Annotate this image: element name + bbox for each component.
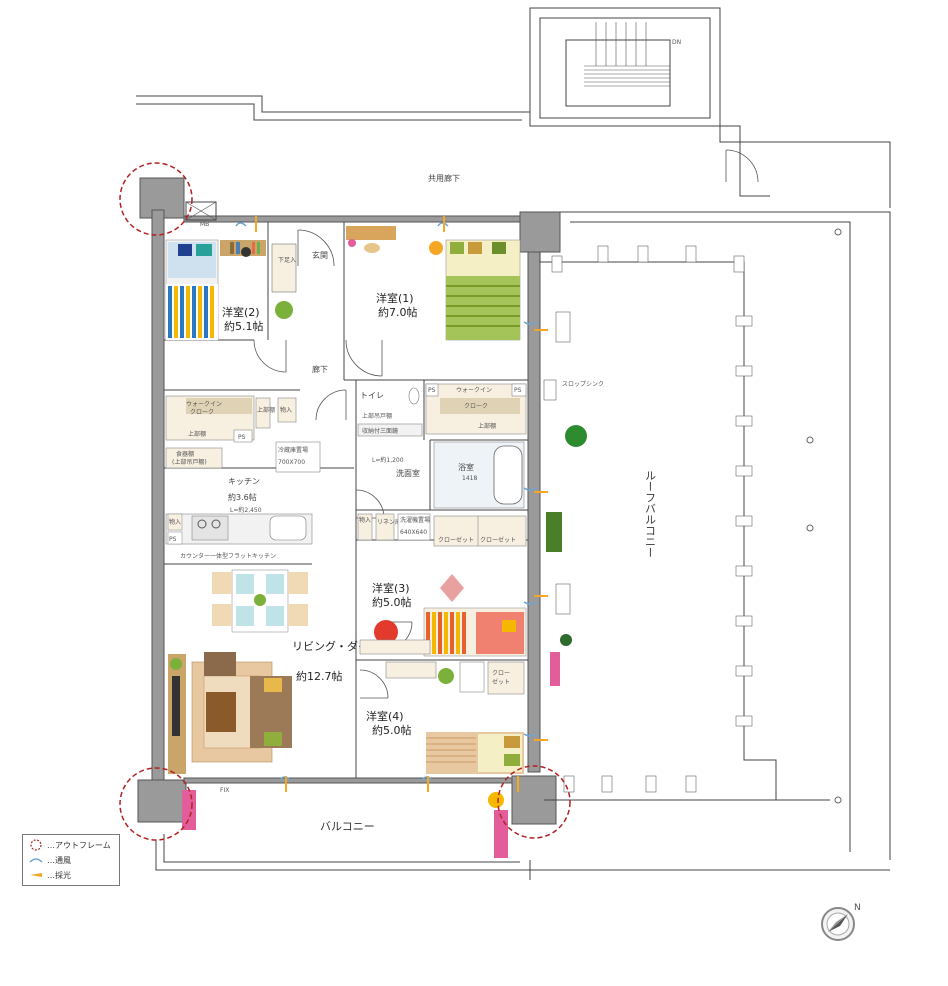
wic-right-shelf: 上部棚	[478, 422, 496, 430]
ps-label-3: PS	[514, 387, 522, 394]
bath-label: 浴室	[458, 462, 474, 472]
fix-label: FIX	[220, 787, 229, 794]
room-4-furnishing: クロー ゼット 洋室(4) 約5.0帖	[366, 661, 525, 774]
stairwell: DN	[529, 7, 721, 127]
room-3-name: 洋室(3)	[372, 581, 410, 595]
outframe-icon	[30, 839, 42, 851]
room-1-furnishing: 洋室(1) 約7.0帖	[346, 226, 521, 341]
legend-ventilation-label: …通風	[47, 855, 71, 865]
lighting-icon	[30, 873, 42, 877]
corridor-label: 廊下	[312, 364, 328, 374]
storage-label-3: 物入	[169, 518, 181, 526]
mb-box: MB	[185, 201, 217, 228]
kitchen-size-label: 約3.6帖	[228, 492, 257, 502]
ps-label-1: PS	[238, 434, 246, 441]
closet-short-2: ゼット	[492, 678, 510, 686]
room-4-size: 約5.0帖	[372, 723, 412, 737]
living-size: 約12.7帖	[296, 669, 343, 683]
legend-ventilation: …通風	[29, 854, 71, 866]
wic-left-label-1: ウォークイン	[186, 400, 222, 408]
airflow-markers	[235, 216, 548, 792]
upper-door-shelf-label: 上部吊戸棚	[362, 412, 392, 420]
room-4-name: 洋室(4)	[366, 709, 404, 723]
room-2-name: 洋室(2)	[222, 305, 260, 319]
cupboard-label-2: (上部吊戸棚)	[172, 458, 207, 466]
washer-size-label: 640X640	[400, 529, 427, 536]
common-corridor-label: 共用廊下	[428, 173, 460, 183]
room-3-size: 約5.0帖	[372, 595, 412, 609]
wic-left-shelf: 上部棚	[188, 430, 206, 438]
room-1-name: 洋室(1)	[376, 291, 414, 305]
dining-set	[212, 569, 308, 633]
ps-label-4: PS	[169, 536, 177, 543]
closet-label-1: クローゼット	[438, 536, 474, 544]
legend-lighting-label: …採光	[47, 870, 71, 880]
legend-lighting: …採光	[29, 869, 71, 881]
roof-balcony-label: ルーフバルコニー	[644, 470, 657, 558]
toilet-area: トイレ 上部吊戸棚 収納付三面鏡	[357, 387, 423, 437]
bath-size-label: 1418	[462, 475, 477, 482]
washer-label: 洗濯機置場	[400, 516, 430, 524]
ventilation-icon	[29, 858, 43, 863]
common-corridor-outline: 共用廊下	[136, 95, 891, 208]
compass-icon: N	[821, 903, 861, 941]
roof-balcony: スロップシンク ルーフバルコニー	[539, 211, 891, 860]
wic-left-shelf-2: 上部棚	[257, 406, 275, 414]
entrance-label: 玄関	[312, 250, 328, 260]
room-1-size: 約7.0帖	[378, 305, 418, 319]
room-2-size: 約5.1帖	[224, 319, 264, 333]
closets: クローゼット クローゼット	[433, 515, 527, 547]
fridge-size-label: 700X700	[278, 459, 305, 466]
room-2-furnishing: 下足入 洋室(2) 約5.1帖	[165, 239, 297, 341]
doors	[253, 149, 759, 699]
legend-outframe: …アウトフレーム	[29, 839, 111, 851]
fridge-label: 冷蔵庫置場	[278, 446, 308, 454]
storage-label-1: 物入	[280, 406, 292, 414]
balcony-label: バルコニー	[320, 820, 375, 833]
linen-label: リネン庫	[377, 518, 401, 526]
mirror-storage-label: 収納付三面鏡	[362, 427, 398, 435]
cupboard-label: 食器棚	[176, 450, 194, 458]
washroom-label: 洗面室	[396, 468, 420, 478]
kitchen-counter-label: カウンター一体型フラットキッチン	[180, 552, 276, 560]
ps-label-2: PS	[428, 387, 436, 394]
legend-outframe-label: …アウトフレーム	[47, 840, 111, 850]
wic-right: ウォークイン クローク 上部棚 PS PS	[425, 383, 527, 435]
wic-left-label-2: クローク	[190, 409, 214, 416]
wic-left: ウォークイン クローク 上部棚 上部棚 物入 PS	[165, 395, 297, 443]
living-area: リビング・ダイニング 約12.7帖	[168, 639, 402, 774]
legend: …アウトフレーム …通風 …採光	[22, 834, 120, 886]
shoe-cabinet-label: 下足入	[278, 257, 296, 264]
room-3-furnishing: 洋室(3) 約5.0帖	[359, 574, 527, 657]
wic-right-label-1: ウォークイン	[456, 386, 492, 394]
slop-sink-label: スロップシンク	[562, 381, 604, 388]
storage-label-2: 物入	[359, 516, 371, 524]
kitchen-area: 冷蔵庫置場 700X700 食器棚 (上部吊戸棚) キッチン 約3.6帖 L=約…	[165, 441, 321, 560]
compass-north-label: N	[854, 903, 861, 913]
closet-label-2: クローゼット	[480, 536, 516, 544]
wash-bath-area: L=約1,200 洗面室 浴室 1418 物入 リネン庫 洗濯機置場 640X6…	[357, 441, 525, 541]
closet-short-1: クロー	[492, 670, 510, 677]
wic-right-label-2: クローク	[464, 403, 488, 410]
l-2450-label: L=約2,450	[230, 506, 262, 514]
l-1200-label: L=約1,200	[372, 456, 404, 464]
kitchen-label: キッチン	[228, 477, 260, 486]
compass: N	[818, 898, 864, 944]
toilet-label: トイレ	[360, 391, 384, 400]
mb-label: MB	[200, 221, 209, 228]
outframe-markers	[119, 162, 571, 841]
dn-label: DN	[672, 39, 681, 46]
